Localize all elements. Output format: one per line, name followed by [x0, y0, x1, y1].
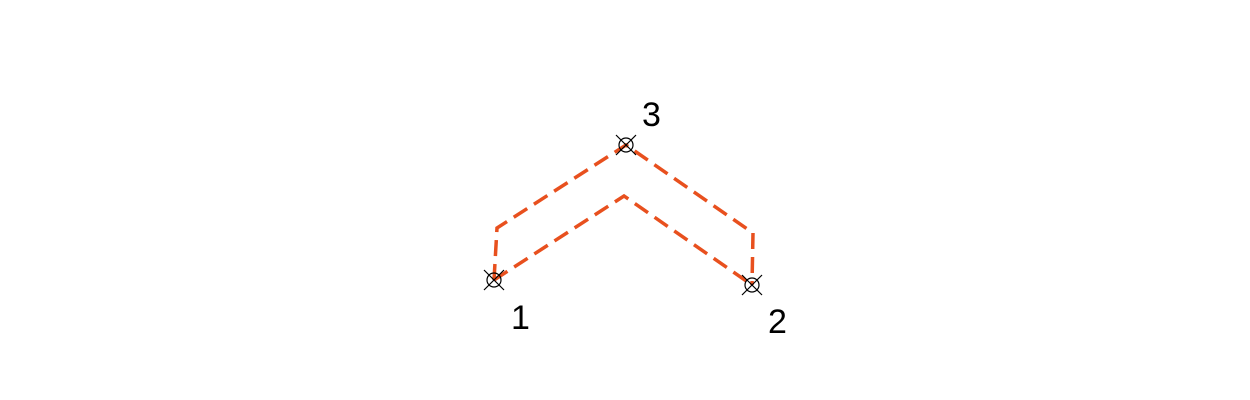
point-2-marker-icon [741, 274, 763, 296]
point-1-marker-icon [483, 269, 505, 291]
point-1-label: 1 [511, 299, 530, 337]
outer-dashed-path [492, 142, 755, 286]
point-3-marker-icon [615, 134, 637, 156]
inner-dashed-path [493, 193, 753, 287]
point-3-label: 3 [642, 96, 661, 134]
point-2-label: 2 [768, 303, 787, 341]
